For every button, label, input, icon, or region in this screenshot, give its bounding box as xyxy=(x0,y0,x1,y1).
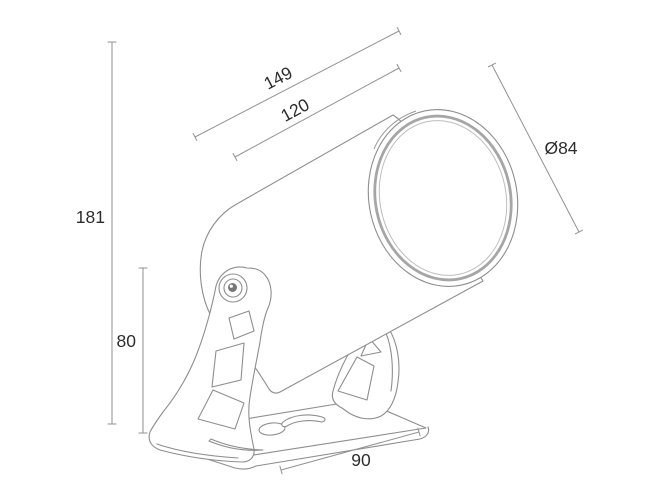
bracket-left-arm-cutout-top xyxy=(228,310,255,340)
bracket-right-arm-cutout-large xyxy=(337,356,375,401)
dimension-label-84: Ø84 xyxy=(544,138,577,158)
dimension-label-181: 181 xyxy=(76,207,105,227)
dimension-tick xyxy=(192,133,198,141)
dimension-label-90: 90 xyxy=(351,450,371,470)
dimension-tick xyxy=(488,62,496,68)
dimension-label-149: 149 xyxy=(260,62,295,93)
dimension-90: 90 xyxy=(279,427,421,475)
dimension-label-120: 120 xyxy=(277,94,312,126)
lens-rim-band xyxy=(373,114,513,282)
lens-inner-ring xyxy=(378,120,508,276)
dimension-80: 80 xyxy=(117,267,148,434)
dimension-tick xyxy=(279,465,283,475)
dimension-tick xyxy=(396,64,402,72)
bracket-right-arm-cutout-small xyxy=(360,337,382,357)
mounting-slot-left xyxy=(208,438,264,451)
dimension-tick xyxy=(232,153,238,161)
dimension-line-149 xyxy=(194,30,400,138)
dimension-tick xyxy=(396,27,402,35)
bracket-left-arm-cutout-middle xyxy=(211,342,245,388)
bracket-left-arm-cutout-bottom xyxy=(197,389,245,430)
dimension-label-80: 80 xyxy=(117,331,137,351)
dimension-181: 181 xyxy=(76,41,117,425)
pivot-knob-glint xyxy=(229,284,233,288)
dimension-line-120 xyxy=(234,67,400,158)
mounting-arc-slot xyxy=(281,414,326,428)
mounting-hole xyxy=(258,422,286,436)
dimension-tick xyxy=(575,229,583,235)
dimension-tick xyxy=(417,427,421,437)
bracket-right-arm-fold-line xyxy=(385,332,393,392)
bracket-left-arm-foot-fold xyxy=(156,443,239,459)
dimension-84: Ø84 xyxy=(488,62,583,235)
dimension-line-90 xyxy=(280,431,420,471)
pivot-knob-center xyxy=(228,283,237,292)
lens-outer-ring xyxy=(367,109,519,287)
lens-rim-highlight xyxy=(373,110,417,150)
dimension-line-84 xyxy=(491,64,580,233)
